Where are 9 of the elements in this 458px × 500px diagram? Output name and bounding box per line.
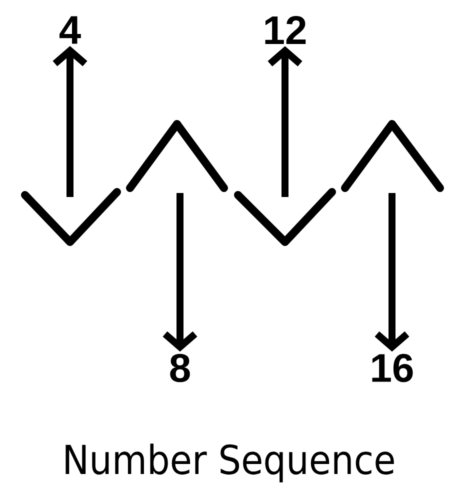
number-label: 8 (170, 354, 190, 382)
arrow (52, 46, 88, 197)
number-label: 12 (265, 16, 306, 44)
caption: Number Sequence (66, 444, 394, 482)
arrow (162, 193, 198, 352)
number-label: 16 (372, 354, 413, 382)
number-label: 4 (60, 16, 81, 44)
arrow (268, 46, 302, 197)
arrow (374, 193, 410, 352)
